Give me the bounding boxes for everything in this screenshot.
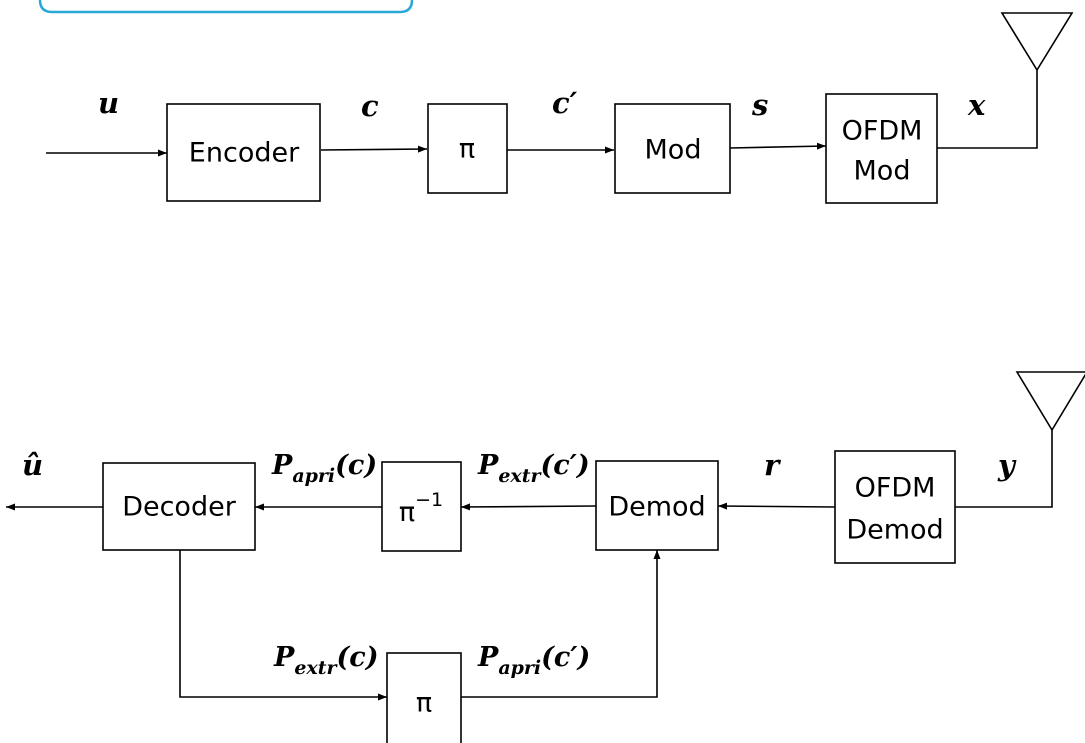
ofdm-mod-block: OFDM Mod bbox=[825, 93, 938, 204]
wire-feedback-interleaver-to-demod bbox=[461, 550, 661, 698]
p-apri-c-arg: (c) bbox=[335, 450, 377, 481]
p-extr-c-base: P bbox=[273, 642, 295, 673]
signal-p-apri-c: Papri(c) bbox=[271, 450, 377, 487]
signal-u-hat: û bbox=[22, 448, 43, 482]
receiver-chain: Decoder π−1 Demod OFDM Demod π û r y Pap… bbox=[6, 371, 1085, 743]
encoder-block: Encoder bbox=[166, 103, 321, 202]
deinterleaver-base: π bbox=[399, 497, 415, 528]
p-extr-c-sub: extr bbox=[294, 657, 338, 679]
signal-c: c bbox=[361, 89, 379, 123]
wire-decoder-to-feedback-interleaver bbox=[179, 550, 387, 701]
mod-label: Mod bbox=[645, 135, 702, 166]
signal-s: s bbox=[751, 88, 768, 122]
wire-mod-to-ofdm bbox=[729, 142, 827, 150]
wire-encoder-to-interleaver bbox=[320, 145, 428, 153]
decoder-block: Decoder bbox=[102, 462, 256, 551]
wire-ofdm-to-antenna bbox=[937, 70, 1038, 149]
ofdm-demod-label-line2: Demod bbox=[846, 515, 943, 546]
deinterleaver-block: π−1 bbox=[381, 461, 462, 552]
wire-antenna-to-ofdm-demod bbox=[955, 430, 1053, 508]
signal-u: u bbox=[98, 86, 119, 120]
tx-antenna-icon bbox=[1000, 12, 1074, 72]
demod-block: Demod bbox=[595, 460, 719, 551]
signal-y: y bbox=[997, 448, 1017, 482]
demod-label: Demod bbox=[608, 492, 705, 523]
deinterleaver-exponent: −1 bbox=[415, 489, 443, 511]
deinterleaver-label: π−1 bbox=[399, 489, 443, 528]
feedback-interleaver-block: π bbox=[386, 652, 462, 743]
ofdm-demod-block: OFDM Demod bbox=[834, 450, 956, 564]
transmitter-chain: Encoder π Mod OFDM Mod u c c′ s x bbox=[46, 12, 1074, 204]
mod-block: Mod bbox=[614, 103, 731, 194]
p-extr-c-prime-base: P bbox=[477, 450, 499, 481]
signal-p-extr-c-prime: Pextr(c′) bbox=[477, 450, 590, 487]
p-apri-c-prime-arg: (c′) bbox=[541, 642, 590, 673]
signal-c-prime: c′ bbox=[552, 86, 578, 120]
p-apri-c-sub: apri bbox=[292, 465, 335, 487]
decoder-label: Decoder bbox=[122, 492, 237, 523]
p-apri-c-prime-sub: apri bbox=[498, 657, 541, 679]
signal-p-extr-c: Pextr(c) bbox=[273, 642, 379, 679]
p-extr-c-prime-sub: extr bbox=[498, 465, 542, 487]
p-apri-c-base: P bbox=[271, 450, 293, 481]
feedback-interleaver-label: π bbox=[416, 688, 432, 719]
callout-frame bbox=[38, 0, 414, 14]
p-apri-c-prime-base: P bbox=[477, 642, 499, 673]
encoder-label: Encoder bbox=[189, 138, 300, 169]
ofdm-demod-label-line1: OFDM bbox=[855, 473, 936, 504]
wire-ofdm-demod-to-demod bbox=[717, 502, 836, 510]
signal-r: r bbox=[764, 448, 782, 482]
ofdm-mod-label-line2: Mod bbox=[854, 156, 911, 187]
ofdm-mod-label-line1: OFDM bbox=[842, 116, 923, 147]
interleaver-block: π bbox=[427, 103, 508, 194]
signal-x: x bbox=[967, 88, 986, 122]
rx-antenna-icon bbox=[1015, 371, 1085, 432]
wire-demod-to-deinterleaver bbox=[460, 503, 597, 511]
p-extr-c-prime-arg: (c′) bbox=[541, 450, 590, 481]
p-extr-c-arg: (c) bbox=[337, 642, 379, 673]
signal-p-apri-c-prime: Papri(c′) bbox=[477, 642, 590, 679]
interleaver-label: π bbox=[459, 134, 475, 165]
